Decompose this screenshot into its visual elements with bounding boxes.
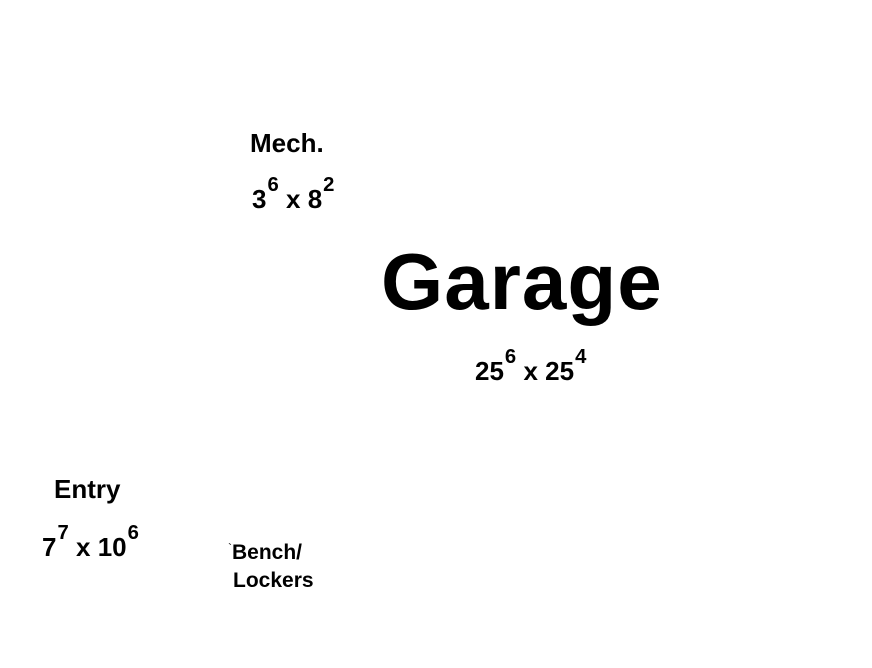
mech-width-inches: 6 — [267, 173, 279, 196]
mech-width: 3 — [252, 184, 267, 214]
room-label-entry: Entry — [54, 474, 121, 504]
room-label-mech: Mech. — [250, 128, 324, 158]
mech-dim-separator: x — [285, 184, 301, 214]
bench-label-line1: Bench/ — [232, 541, 303, 564]
mech-length: 8 — [307, 184, 323, 214]
entry-length: 10 — [97, 532, 127, 562]
room-dimensions-entry: 77 x 106 — [42, 523, 139, 562]
garage-length: 25 — [545, 356, 575, 386]
entry-width: 7 — [42, 532, 57, 562]
garage-length-inches: 4 — [575, 345, 587, 368]
bench-label-line2: Lockers — [233, 569, 314, 592]
garage-width-inches: 6 — [504, 345, 517, 368]
bench-tick-mark: ` — [228, 541, 232, 555]
entry-length-inches: 6 — [127, 521, 139, 544]
bench-lockers-label: `Bench/Lockers — [228, 540, 314, 594]
entry-dim-separator: x — [75, 532, 91, 562]
room-dimensions-mech: 36 x 82 — [252, 175, 334, 214]
garage-dim-separator: x — [523, 356, 538, 386]
room-dimensions-garage: 256 x 254 — [475, 347, 586, 386]
room-label-garage: Garage — [381, 237, 663, 326]
mech-length-inches: 2 — [323, 173, 335, 196]
garage-width: 25 — [475, 356, 504, 386]
entry-width-inches: 7 — [57, 521, 69, 544]
